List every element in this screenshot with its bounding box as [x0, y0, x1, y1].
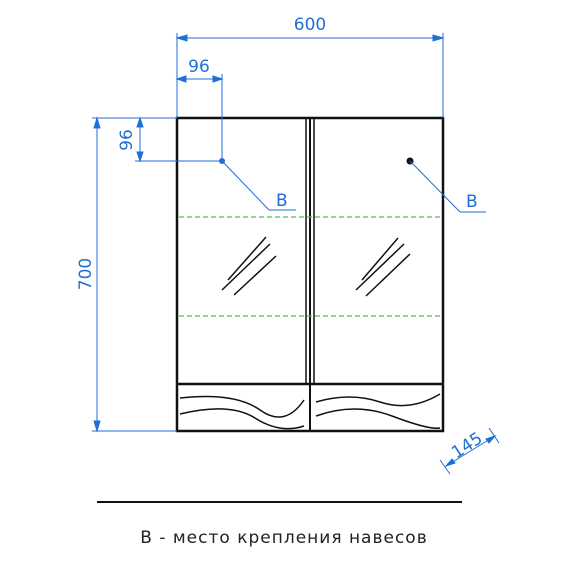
wave-left-1: [179, 395, 305, 418]
shelves: [179, 216, 441, 317]
mount-right: B: [406, 157, 486, 213]
wave-left-2: [179, 408, 305, 430]
dim-offset-vertical-label: 96: [117, 129, 137, 151]
wave-right-1: [315, 393, 441, 407]
dim-width: [175, 33, 445, 118]
mount-label-right: B: [466, 192, 478, 212]
mount-left: B: [219, 158, 296, 211]
dim-height-label: 700: [76, 258, 96, 290]
dim-offset-horizontal: [175, 74, 224, 161]
mirror-glare-right: [355, 237, 411, 297]
mirror-glare-left: [221, 236, 277, 296]
cabinet-body: [175, 116, 445, 433]
dim-height: [92, 116, 177, 433]
dim-depth: [439, 427, 500, 475]
legend-caption: В - место крепления навесов: [140, 528, 428, 548]
dim-width-label: 600: [294, 15, 326, 35]
dim-depth-label: 145: [448, 429, 486, 463]
dim-offset-vertical: [135, 116, 222, 163]
dim-offset-horizontal-label: 96: [188, 57, 210, 77]
wave-right-2: [315, 408, 441, 429]
mount-label-left: B: [276, 191, 288, 211]
